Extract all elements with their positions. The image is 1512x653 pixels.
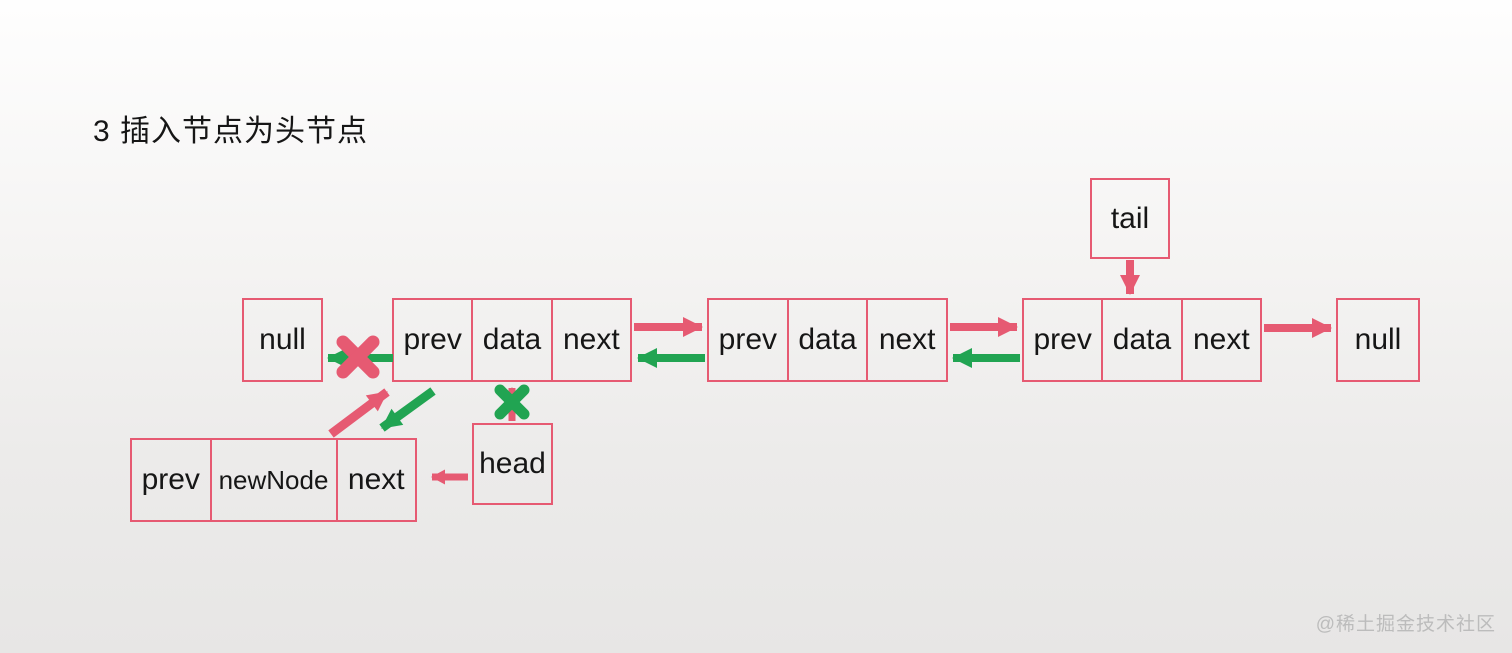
list-node-3: prev data next — [1022, 298, 1262, 382]
null-box-left: null — [242, 298, 323, 382]
watermark: @稀土掘金技术社区 — [1315, 614, 1496, 635]
arrow-node1-to-newnode — [379, 387, 436, 432]
node3-data-cell: data — [1101, 300, 1180, 380]
list-node-1: prev data next — [392, 298, 632, 382]
node2-prev-cell: prev — [718, 323, 778, 356]
list-node-2: prev data next — [707, 298, 948, 382]
node2-next-cell: next — [866, 300, 946, 380]
null-right-label: null — [1354, 323, 1402, 356]
broken-link-x-head — [494, 384, 530, 420]
page-title: 3 插入节点为头节点 — [93, 115, 369, 148]
tail-label: tail — [1110, 201, 1150, 235]
node3-prev-cell: prev — [1033, 323, 1092, 356]
broken-link-x-left — [336, 335, 380, 379]
newnode-prev-cell: prev — [141, 463, 200, 496]
node3-next-cell: next — [1180, 300, 1260, 380]
broken-link-x-head — [494, 384, 530, 420]
newnode-next-cell: next — [335, 440, 416, 520]
head-label: head — [479, 447, 546, 480]
arrow-newnode-to-node1 — [328, 388, 390, 438]
null-left-label: null — [259, 323, 306, 356]
new-node: prev newNode next — [130, 438, 417, 522]
tail-box: tail — [1090, 178, 1170, 259]
head-box: head — [472, 423, 553, 505]
null-box-right: null — [1336, 298, 1420, 382]
newnode-data-cell: newNode — [209, 440, 336, 520]
broken-link-x-left — [336, 335, 380, 379]
node1-next-cell: next — [550, 300, 630, 380]
node1-prev-cell: prev — [403, 323, 462, 356]
node2-data-cell: data — [786, 300, 867, 380]
node1-data-cell: data — [471, 300, 550, 380]
